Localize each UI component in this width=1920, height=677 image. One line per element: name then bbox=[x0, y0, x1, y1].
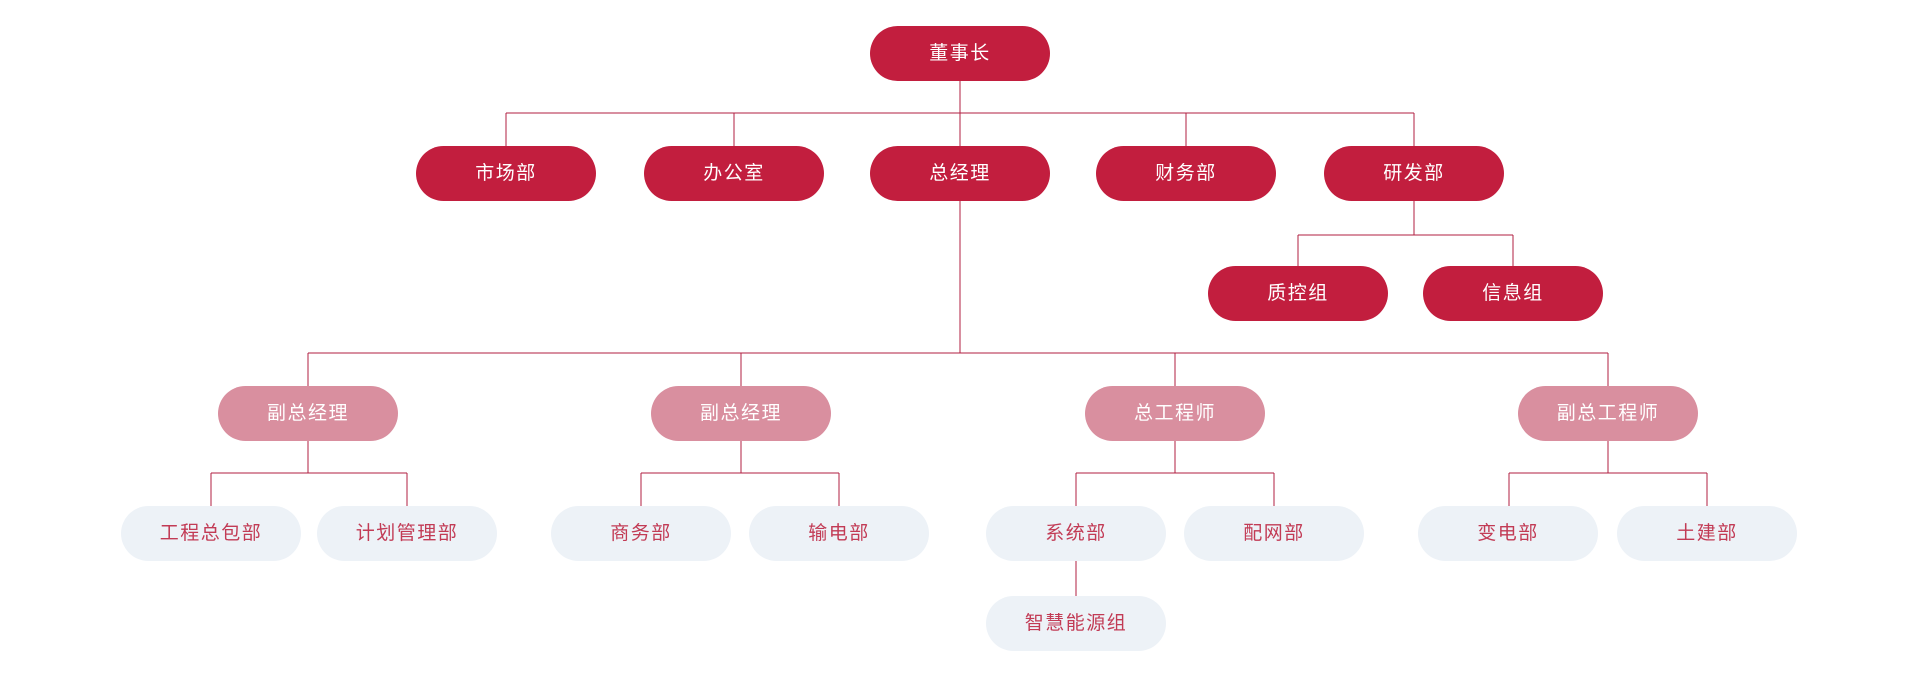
org-node-chief-engineer: 总工程师 bbox=[1085, 386, 1265, 441]
org-node-system-dept: 系统部 bbox=[986, 506, 1166, 561]
org-node-info-group: 信息组 bbox=[1423, 266, 1603, 321]
org-node-epc-dept: 工程总包部 bbox=[121, 506, 301, 561]
org-node-civil-dept: 土建部 bbox=[1617, 506, 1797, 561]
org-node-planning-dept: 计划管理部 bbox=[317, 506, 497, 561]
org-node-finance-dept: 财务部 bbox=[1096, 146, 1276, 201]
org-node-qc-group: 质控组 bbox=[1208, 266, 1388, 321]
connector-gm-children bbox=[307, 201, 1609, 386]
org-node-deputy-gm-2: 副总经理 bbox=[651, 386, 831, 441]
org-node-deputy-gm-1: 副总经理 bbox=[218, 386, 398, 441]
org-node-office: 办公室 bbox=[644, 146, 824, 201]
connector-chairman-children bbox=[505, 81, 1415, 146]
connector-deputy-gm-1-children bbox=[210, 441, 408, 506]
org-node-smart-energy: 智慧能源组 bbox=[986, 596, 1166, 651]
connector-rnd-children bbox=[1297, 201, 1514, 266]
org-node-chairman: 董事长 bbox=[870, 26, 1050, 81]
connector-chief-engineer-children bbox=[1075, 441, 1275, 506]
org-node-business-dept: 商务部 bbox=[551, 506, 731, 561]
org-node-substation-dept: 变电部 bbox=[1418, 506, 1598, 561]
connector-deputy-gm-2-children bbox=[640, 441, 840, 506]
org-node-distribution-dept: 配网部 bbox=[1184, 506, 1364, 561]
org-node-rnd-dept: 研发部 bbox=[1324, 146, 1504, 201]
org-node-transmission-dept: 输电部 bbox=[749, 506, 929, 561]
org-node-marketing-dept: 市场部 bbox=[416, 146, 596, 201]
connector-deputy-chief-eng-children bbox=[1508, 441, 1708, 506]
org-node-general-manager: 总经理 bbox=[870, 146, 1050, 201]
org-node-deputy-chief-eng: 副总工程师 bbox=[1518, 386, 1698, 441]
